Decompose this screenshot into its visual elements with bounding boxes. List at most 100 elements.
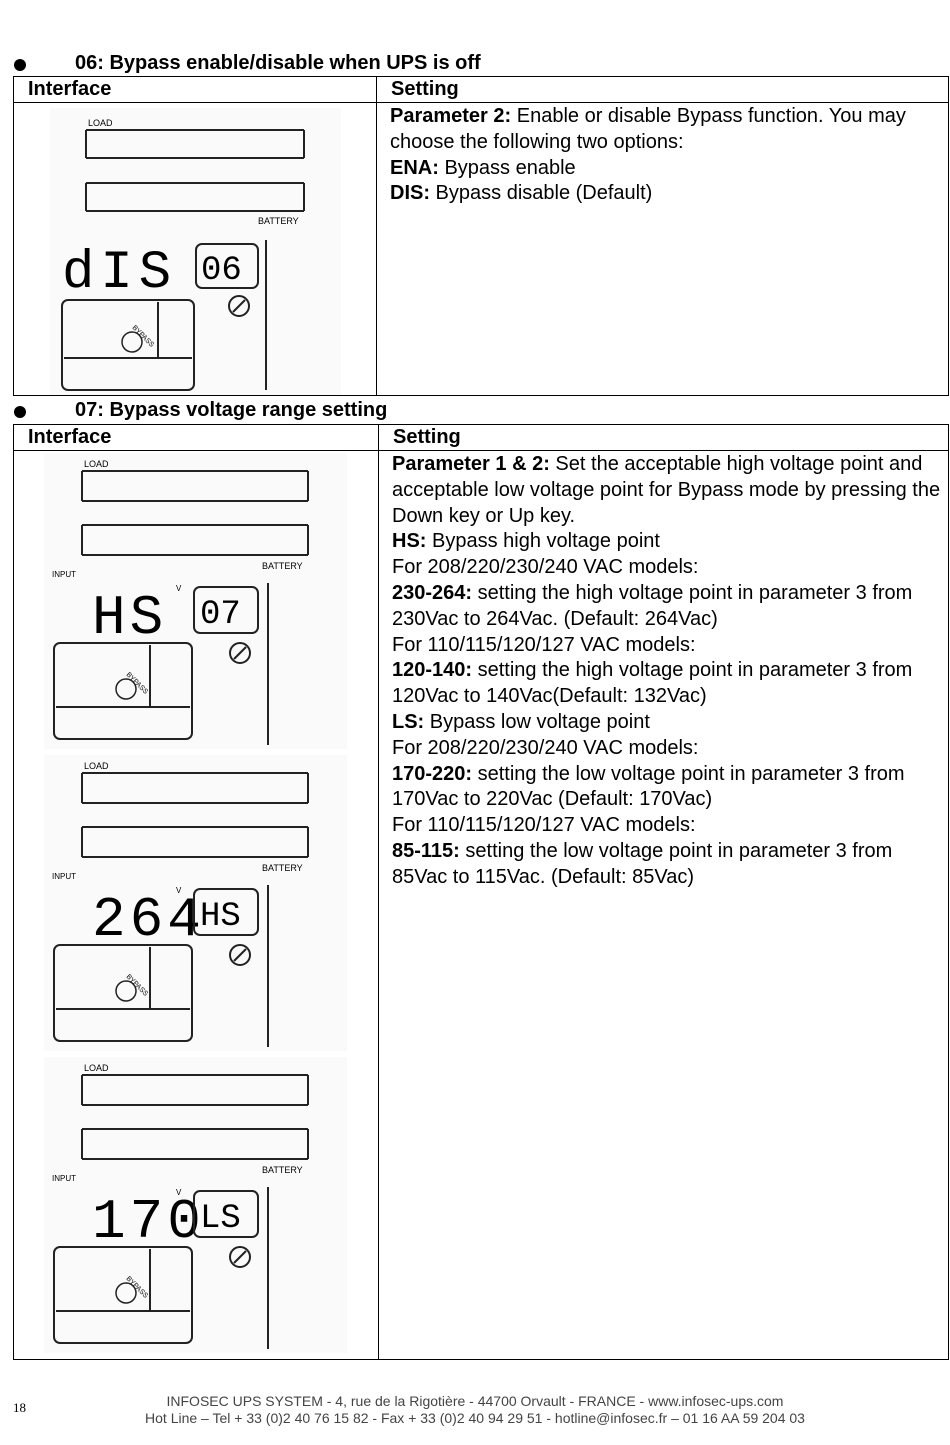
- wrench-icon: [229, 642, 251, 664]
- bypass-icon: [115, 980, 137, 1002]
- setting-description: setting the high voltage point in parame…: [392, 659, 913, 708]
- setting-description: setting the high voltage point in parame…: [392, 581, 913, 630]
- setting-text: Parameter 1 & 2: Set the acceptable high…: [392, 452, 942, 891]
- param-code-box: [193, 586, 259, 634]
- setting-header: Setting: [376, 76, 949, 103]
- setting-term: HS:: [392, 530, 427, 553]
- param-code-box: [193, 1190, 259, 1238]
- setting-paragraph: LS: Bypass low voltage point: [392, 710, 942, 736]
- setting-paragraph: 120-140: setting the high voltage point …: [392, 658, 942, 710]
- setting-term: ENA:: [390, 156, 439, 179]
- lcd-display: LOAD BATTERY INPUT 264V HS BYPASS: [52, 761, 309, 1047]
- setting-paragraph: 170-220: setting the low voltage point i…: [392, 762, 942, 814]
- setting-paragraph: For 208/220/230/240 VAC models:: [392, 736, 942, 762]
- bypass-label: BYPASS: [125, 973, 150, 998]
- footer-address: INFOSEC UPS SYSTEM - 4, rue de la Rigoti…: [166, 1393, 784, 1409]
- input-label: INPUT: [52, 570, 76, 579]
- setting-text: Parameter 2: Enable or disable Bypass fu…: [390, 104, 942, 207]
- wrench-icon: [229, 944, 251, 966]
- setting-paragraph: 85-115: setting the low voltage point in…: [392, 839, 942, 891]
- setting-term: 170-220:: [392, 762, 473, 785]
- load-label: LOAD: [84, 1063, 109, 1073]
- setting-cell: Parameter 1 & 2: Set the acceptable high…: [378, 450, 949, 1360]
- unit-label: V: [176, 584, 182, 593]
- setting-description: For 110/115/120/127 VAC models:: [392, 633, 696, 656]
- bypass-box: [53, 944, 193, 1042]
- param-code-box: [193, 888, 259, 936]
- bypass-box: [61, 299, 195, 391]
- setting-term: Parameter 2:: [390, 105, 512, 127]
- setting-paragraph: For 110/115/120/127 VAC models:: [392, 813, 942, 839]
- lcd-display: LOAD BATTERY dIS 06 BYPASS: [61, 118, 305, 391]
- bypass-icon: [115, 1282, 137, 1304]
- setting-description: Bypass enable: [438, 156, 576, 179]
- interface-header: Interface: [13, 424, 379, 451]
- bypass-icon: [121, 331, 143, 353]
- setting-paragraph: Parameter 1 & 2: Set the acceptable high…: [392, 452, 942, 529]
- setting-paragraph: Parameter 2: Enable or disable Bypass fu…: [390, 104, 942, 156]
- setting-term: LS:: [392, 710, 425, 733]
- setting-term: 230-264:: [392, 581, 473, 604]
- bullet-icon: [14, 59, 26, 71]
- wrench-icon: [229, 1246, 251, 1268]
- setting-cell: Parameter 2: Enable or disable Bypass fu…: [376, 102, 949, 396]
- bypass-icon: [115, 678, 137, 700]
- param-code-box: [195, 243, 259, 289]
- setting-paragraph: HS: Bypass high voltage point: [392, 529, 942, 555]
- wrench-icon: [228, 295, 250, 317]
- setting-header: Setting: [378, 424, 949, 451]
- setting-paragraph: DIS: Bypass disable (Default): [390, 181, 942, 207]
- setting-description: Set the acceptable high voltage point an…: [392, 453, 941, 527]
- setting-paragraph: ENA: Bypass enable: [390, 156, 942, 182]
- setting-description: Enable or disable Bypass function. You m…: [390, 105, 906, 153]
- bypass-box: [53, 1246, 193, 1344]
- load-label: LOAD: [84, 761, 109, 771]
- lcd-main-value: dIS: [62, 243, 177, 304]
- load-label: LOAD: [84, 459, 109, 469]
- setting-description: setting the low voltage point in paramet…: [392, 839, 893, 888]
- bypass-label: BYPASS: [125, 671, 150, 696]
- setting-description: For 208/220/230/240 VAC models:: [392, 556, 699, 579]
- setting-description: For 110/115/120/127 VAC models:: [392, 814, 696, 837]
- lcd-main-value: HS: [92, 586, 167, 650]
- setting-paragraph: 230-264: setting the high voltage point …: [392, 581, 942, 633]
- lcd-main-value: 264: [92, 888, 205, 952]
- lcd-main-value: 170: [92, 1190, 205, 1254]
- param-code: 06: [201, 252, 242, 290]
- bypass-box: [53, 642, 193, 740]
- setting-description: Bypass disable (Default): [430, 182, 653, 205]
- battery-label: BATTERY: [262, 1165, 303, 1175]
- setting-description: Bypass high voltage point: [426, 530, 660, 553]
- input-label: INPUT: [52, 872, 76, 881]
- input-label: INPUT: [52, 1174, 76, 1183]
- footer-contact: Hot Line – Tel + 33 (0)2 40 76 15 82 - F…: [145, 1410, 805, 1426]
- setting-description: Bypass low voltage point: [424, 710, 650, 733]
- setting-description: setting the low voltage point in paramet…: [392, 762, 905, 811]
- section-07-title: 07: Bypass voltage range setting: [75, 399, 388, 421]
- param-code: 07: [200, 596, 241, 634]
- svg-text:BYPASS: BYPASS: [131, 324, 156, 349]
- bypass-label: BYPASS: [125, 1275, 150, 1300]
- section-06-table: Interface Setting LOAD BATTERY dIS 06: [13, 76, 949, 396]
- setting-paragraph: For 110/115/120/127 VAC models:: [392, 633, 942, 659]
- load-label: LOAD: [88, 118, 113, 128]
- bullet-icon: [14, 406, 26, 418]
- setting-term: 120-140:: [392, 659, 473, 682]
- unit-label: V: [176, 886, 182, 895]
- setting-term: DIS:: [390, 182, 430, 205]
- battery-label: BATTERY: [262, 863, 303, 873]
- page-number: 18: [13, 1400, 26, 1415]
- param-code: LS: [200, 1200, 241, 1238]
- setting-paragraph: For 208/220/230/240 VAC models:: [392, 555, 942, 581]
- setting-term: 85-115:: [392, 839, 460, 862]
- param-code: HS: [200, 898, 241, 936]
- setting-description: For 208/220/230/240 VAC models:: [392, 736, 699, 759]
